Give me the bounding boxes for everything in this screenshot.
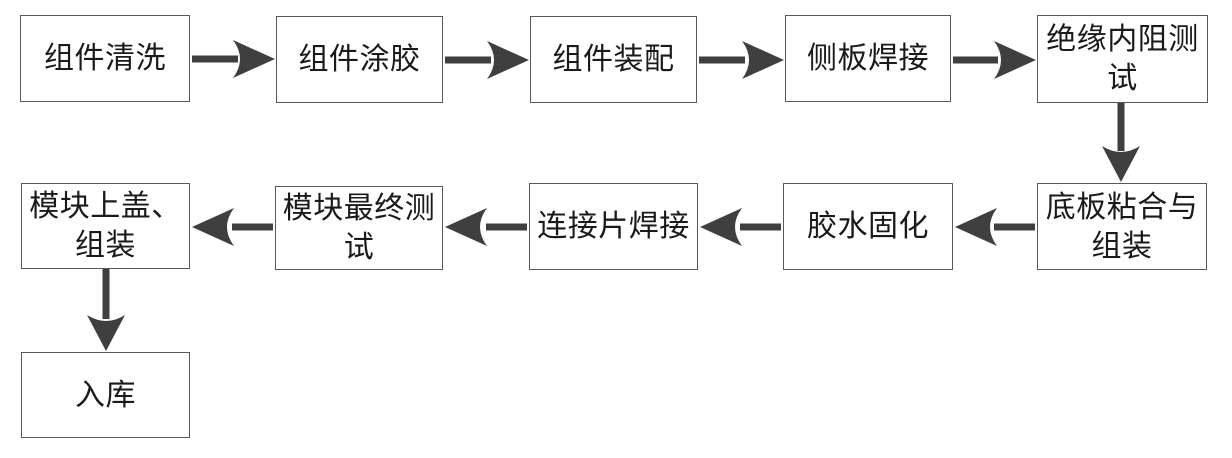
- arrow-n1-n2-icon: [192, 40, 275, 78]
- flow-node-bottom-plate-bonding-assembly: 底板粘合与组装: [1037, 183, 1207, 270]
- arrow-n3-n4-icon: [699, 41, 784, 79]
- arrow-n5-n6-icon: [1102, 103, 1140, 182]
- flow-node-component-gluing: 组件涂胶: [276, 16, 443, 103]
- flow-node-module-top-cover-assembly: 模块上盖、组装: [21, 183, 190, 269]
- flow-node-warehousing: 入库: [21, 352, 190, 438]
- flow-node-module-final-test: 模块最终测试: [275, 186, 443, 270]
- flow-node-insulation-resistance-test: 绝缘内阻测试: [1037, 15, 1208, 103]
- arrow-n4-n5-icon: [953, 41, 1036, 79]
- node-label: 组件涂胶: [298, 42, 421, 77]
- arrow-n7-n8-icon: [700, 208, 781, 246]
- flow-node-glue-curing: 胶水固化: [783, 183, 953, 270]
- node-label: 绝缘内阻测试: [1046, 22, 1199, 96]
- node-label: 组件装配: [552, 42, 675, 77]
- node-label: 胶水固化: [807, 209, 929, 244]
- flow-node-side-plate-welding: 侧板焊接: [785, 15, 951, 102]
- node-label: 模块最终测试: [282, 191, 436, 265]
- flow-node-component-assembly: 组件装配: [530, 16, 697, 103]
- node-label: 模块上盖、组装: [29, 189, 182, 263]
- node-label: 入库: [75, 377, 136, 413]
- arrow-n8-n9-icon: [445, 208, 527, 246]
- flow-node-component-cleaning: 组件清洗: [20, 15, 190, 102]
- node-label: 底板粘合与组装: [1045, 189, 1199, 264]
- node-label: 侧板焊接: [807, 41, 929, 76]
- arrow-n2-n3-icon: [445, 41, 529, 79]
- arrow-n10-n11-icon: [87, 269, 125, 351]
- arrow-n6-n7-icon: [955, 208, 1035, 246]
- node-label: 连接片焊接: [537, 209, 690, 244]
- node-label: 组件清洗: [44, 41, 166, 76]
- flow-node-connecting-piece-welding: 连接片焊接: [529, 183, 698, 270]
- arrow-n9-n10-icon: [192, 208, 273, 246]
